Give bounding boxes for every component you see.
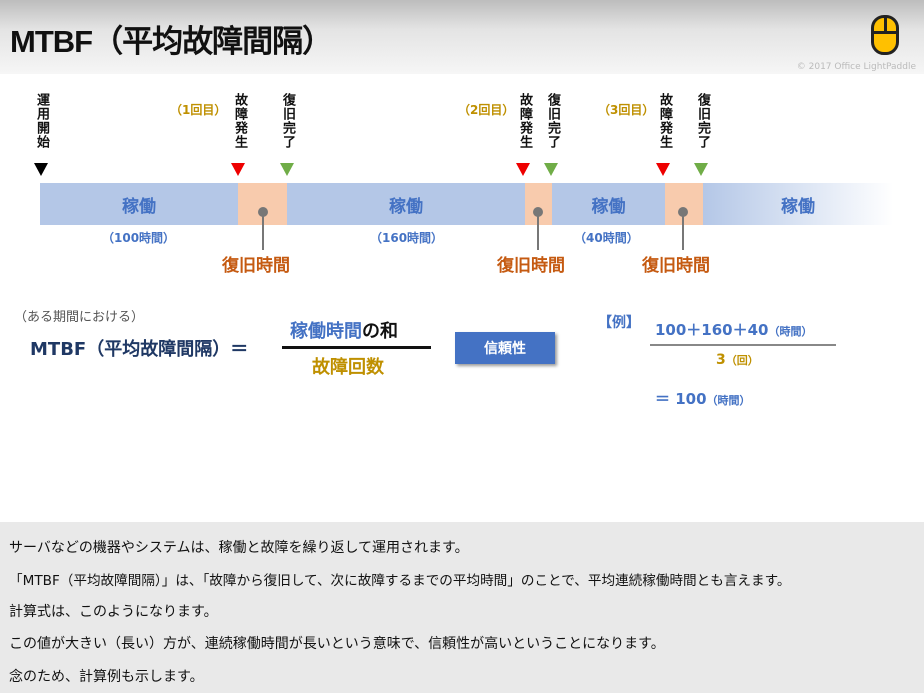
description-line: 計算式は、このようになります。 [9, 604, 218, 620]
operation-segment: 稼働 [703, 183, 893, 225]
operation-label: 稼働 [591, 196, 626, 217]
duration-3: （40時間） [574, 231, 639, 245]
result-unit: （時間） [706, 394, 751, 407]
denominator-value: 3 [716, 352, 726, 368]
operation-segment: 稼働 [552, 183, 665, 225]
numerator-value: 100＋160＋40 [655, 321, 769, 339]
denominator-unit: （回） [725, 354, 759, 367]
operation-segment: 稼働 [287, 183, 525, 225]
failure-marker-icon [516, 163, 530, 176]
occurrence-2: （2回目） [458, 103, 515, 117]
recovery-marker-icon [694, 163, 708, 176]
recovery-label: 復旧完了 [280, 93, 295, 149]
description-line: この値が大きい（長い）方が、連続稼働時間が長いという意味で、信頼性が高いというこ… [9, 636, 665, 652]
mtbf-lhs: MTBF（平均故障間隔）＝ [30, 339, 249, 360]
mouse-icon [871, 15, 899, 55]
example-fraction-line [650, 344, 836, 346]
start-label: 運用開始 [34, 93, 49, 149]
operation-segment: 稼働 [40, 183, 238, 225]
pointer-line [262, 212, 264, 250]
operating-time: 稼働時間 [290, 321, 362, 342]
recovery-label: 復旧完了 [695, 93, 710, 149]
page-title: MTBF（平均故障間隔） [10, 24, 333, 59]
failure-marker-icon [656, 163, 670, 176]
recovery-marker-icon [280, 163, 294, 176]
sum-label: の和 [362, 321, 398, 342]
numerator-unit: （時間） [768, 325, 813, 338]
copyright: © 2017 Office LightPaddle [796, 62, 916, 72]
example-numerator: 100＋160＋40（時間） [655, 319, 813, 340]
failure-label: 故障発生 [517, 93, 532, 149]
fraction-line [282, 346, 431, 349]
recovery-time-label: 復旧時間 [642, 256, 710, 276]
pointer-line [682, 212, 684, 250]
recovery-marker-icon [544, 163, 558, 176]
duration-1: （100時間） [102, 231, 176, 245]
description-line: サーバなどの機器やシステムは、稼働と故障を繰り返して運用されます。 [9, 540, 469, 556]
formula-numerator: 稼働時間の和 [290, 317, 398, 343]
operation-label: 稼働 [781, 196, 815, 217]
recovery-time-label: 復旧時間 [222, 256, 290, 276]
header-bar [0, 0, 924, 74]
description-panel [0, 522, 924, 693]
description-line: 念のため、計算例も示します。 [9, 669, 204, 685]
formula-denominator: 故障回数 [312, 357, 384, 378]
operation-label: 稼働 [122, 196, 156, 217]
reliability-button[interactable]: 信頼性 [455, 332, 555, 364]
recovery-label: 復旧完了 [545, 93, 560, 149]
description-line: 「MTBF（平均故障間隔）」は、「故障から復旧して、次に故障するまでの平均時間」… [9, 573, 791, 589]
result-value: ＝ 100 [655, 390, 707, 408]
start-marker-icon [34, 163, 48, 176]
recovery-time-label: 復旧時間 [497, 256, 565, 276]
example-result: ＝ 100（時間） [655, 388, 751, 409]
occurrence-3: （3回目） [598, 103, 655, 117]
failure-label: 故障発生 [657, 93, 672, 149]
example-label: 【例】 [598, 315, 640, 331]
pointer-line [537, 212, 539, 250]
failure-label: 故障発生 [232, 93, 247, 149]
occurrence-1: （1回目） [170, 103, 227, 117]
downtime-segment [665, 183, 703, 225]
operation-label: 稼働 [389, 196, 423, 217]
period-note: （ある期間における） [14, 310, 145, 325]
example-denominator: 3（回） [716, 352, 759, 368]
duration-2: （160時間） [370, 231, 444, 245]
failure-marker-icon [231, 163, 245, 176]
